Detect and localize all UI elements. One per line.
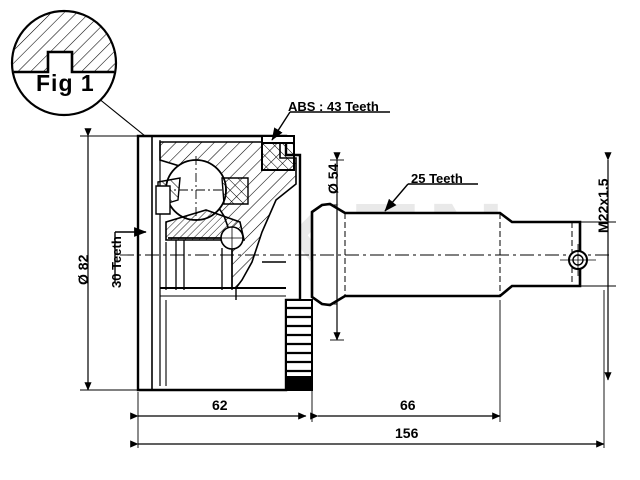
length-66-label: 66 (400, 397, 416, 413)
ball-cage-assembly (155, 156, 249, 290)
dimension-d54 (322, 152, 344, 341)
dimension-d82 (80, 128, 140, 391)
dimension-m22 (580, 152, 616, 381)
fig1-leader-line (97, 97, 151, 141)
joint-outer-housing (136, 134, 302, 392)
fig1-label: Fig 1 (36, 70, 95, 96)
length-156-label: 156 (395, 425, 419, 441)
diameter-54-label: Ø 54 (325, 163, 341, 194)
shaft-profile (310, 202, 582, 307)
bottom-dimensions (130, 290, 605, 448)
abs-tone-ring (261, 135, 313, 391)
abs-leader-arrow (271, 111, 291, 141)
abs-ring-teeth (285, 299, 313, 391)
diameter-82-label: Ø 82 (75, 254, 91, 285)
thread-m22-label: M22x1.5 (595, 178, 611, 233)
callout-leaders (114, 111, 478, 282)
teeth-25-label: 25 Teeth (411, 171, 463, 186)
abs-teeth-label: ABS : 43 Teeth (288, 99, 379, 114)
fig1-detail-view (10, 9, 151, 141)
teeth-30-label: 30 Teeth (109, 236, 124, 288)
length-62-label: 62 (212, 397, 228, 413)
teeth25-leader-arrow (384, 183, 409, 212)
